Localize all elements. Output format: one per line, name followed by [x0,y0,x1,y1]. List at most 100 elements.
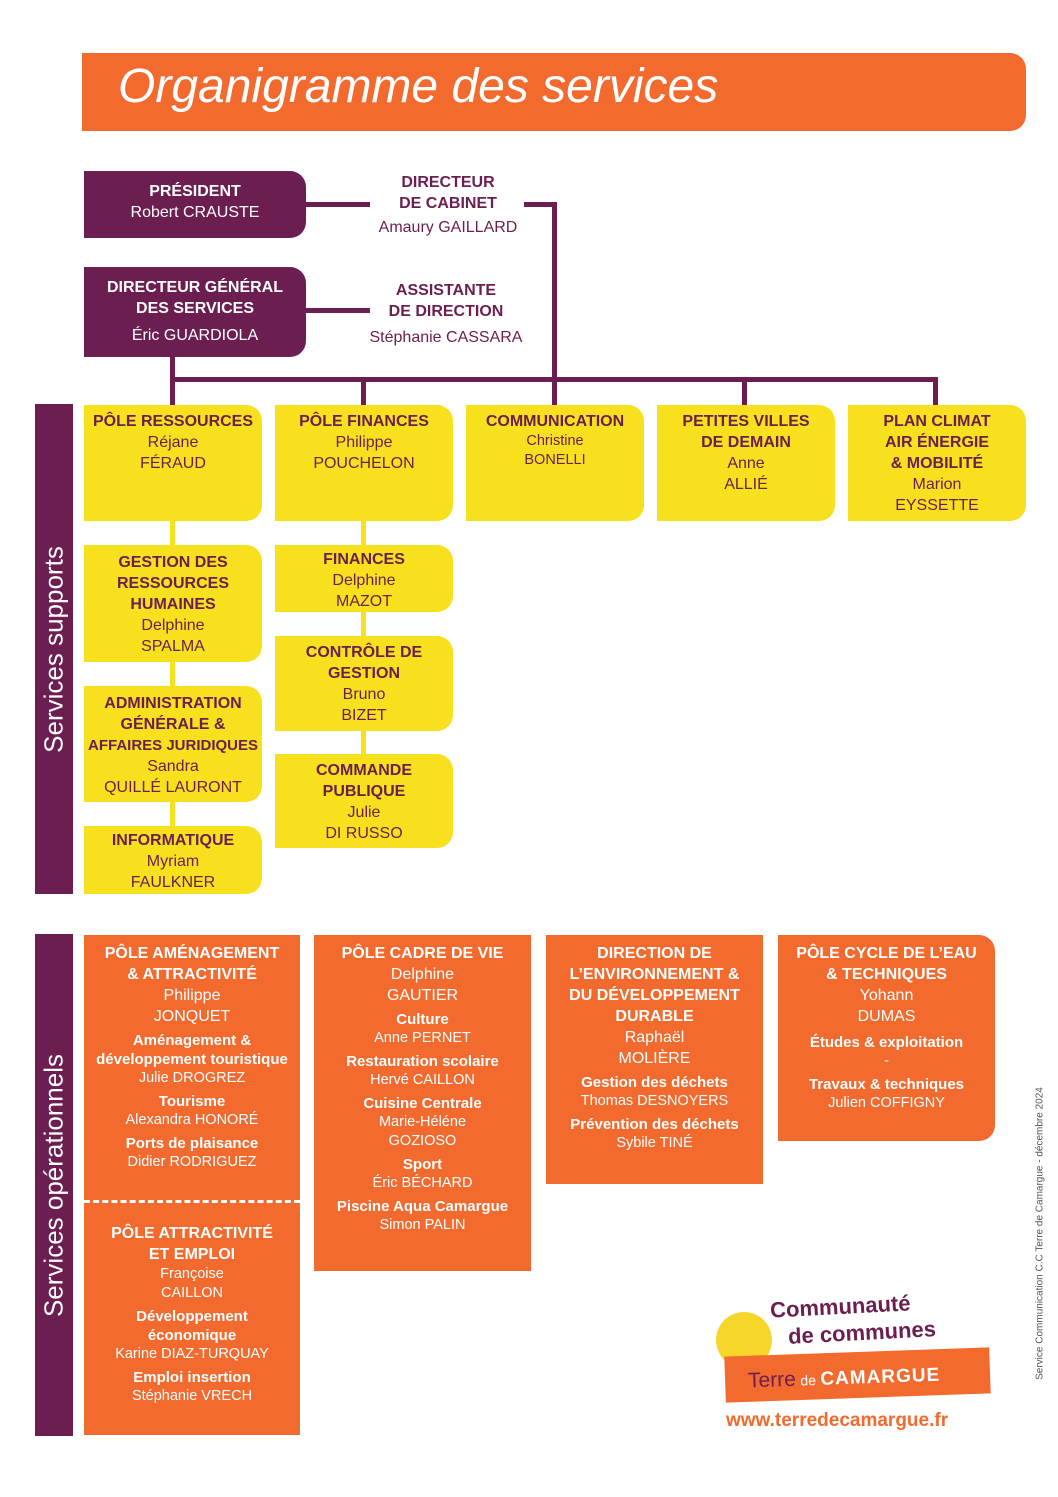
president-title: PRÉSIDENT [149,183,241,200]
connector-cabinet-right [524,202,557,207]
cadre-de-vie-title: PÔLE CADRE DE VIE [341,945,504,962]
attractivite-sub1-title-1: Développement [136,1308,248,1325]
attractivite-name-2: CAILLON [160,1285,224,1301]
environnement-name-2: MOLIÈRE [618,1050,691,1067]
cycle-eau-sub1-title: Études & exploitation [809,1034,964,1051]
connector-drop-4 [742,377,747,407]
cycle-eau-title-2: & TECHNIQUES [826,966,947,983]
directeur-cabinet: DIRECTEUR DE CABINET Amaury GAILLARD [355,172,541,238]
connector-dgs-assistante [300,308,370,313]
attractivite-title-2: ET EMPLOI [148,1246,236,1263]
amenagement-sub3-name: Didier RODRIGUEZ [127,1154,257,1170]
environnement-sub2-title: Prévention des déchets [570,1116,739,1133]
cadre-sub-sport-title: Sport [402,1156,443,1173]
cadre-de-vie-name-1: Delphine [390,966,455,983]
page-title: Organigramme des services [118,60,719,113]
amenagement-sub3-title: Ports de plaisance [125,1135,259,1152]
commande-name-1: Julie [347,804,381,821]
amenagement-attractivite-column: PÔLE AMÉNAGEMENT & ATTRACTIVITÉ Philippe… [84,935,300,1435]
pole-ressources-name-2: FÉRAUD [140,455,206,472]
environnement-name-1: Raphaël [624,1029,685,1046]
admin-title-1: ADMINISTRATION [104,695,242,712]
amenagement-title-1: PÔLE AMÉNAGEMENT [104,945,280,962]
commande-name-2: DI RUSSO [325,825,403,842]
finances-name-2: MAZOT [336,593,392,610]
attractivite-sub1-title-2: économique [147,1327,237,1344]
informatique-title: INFORMATIQUE [111,832,235,849]
attractivite-sub2-title: Emploi insertion [133,1369,251,1386]
attractivite-sub2-name: Stéphanie VRECH [131,1388,253,1404]
attractivite-sub1-name: Karine DIAZ-TURQUAY [115,1346,269,1362]
commande-title-1: COMMANDE [316,762,412,779]
connector-horizontal-main [170,377,938,382]
controle-name-1: Bruno [342,686,386,703]
cycle-eau-name-2: DUMAS [857,1008,916,1025]
connector-drop-2 [361,377,366,407]
environnement-box: DIRECTION DE L’ENVIRONNEMENT & DU DÉVELO… [546,935,763,1184]
directeur-cabinet-title-2: DE CABINET [399,195,497,212]
informatique-box: INFORMATIQUE Myriam FAULKNER [84,826,262,894]
attractivite-emploi-section: PÔLE ATTRACTIVITÉ ET EMPLOI Françoise CA… [84,1223,300,1406]
admin-name-2: QUILLÉ LAURONT [104,779,242,796]
environnement-sub2-name: Sybile TINÉ [616,1135,693,1151]
grh-name-1: Delphine [141,617,205,634]
dgs-name: Éric GUARDIOLA [131,327,259,344]
pole-finances-name-2: POUCHELON [313,455,415,472]
title-banner: Organigramme des services [82,53,1026,131]
controle-title-2: GESTION [327,665,400,682]
environnement-sub1-title: Gestion des déchets [581,1074,728,1091]
pole-finances-name-1: Philippe [335,434,393,451]
connector-drop-1 [170,377,175,407]
commande-title-2: PUBLIQUE [322,783,406,800]
side-bar-supports: Services supports [35,404,73,894]
attractivite-title-1: PÔLE ATTRACTIVITÉ [111,1225,273,1242]
finances-title: FINANCES [323,551,405,568]
cadre-sub-piscine-name: Simon PALIN [379,1217,466,1233]
finances-box: FINANCES Delphine MAZOT [275,545,453,612]
directeur-cabinet-name: Amaury GAILLARD [378,219,518,236]
cadre-sub-culture-name: Anne PERNET [374,1030,471,1046]
connector-cabinet-down [552,202,557,407]
grh-title-1: GESTION DES [118,554,228,571]
connector-president-cabinet [300,202,370,207]
admin-name-1: Sandra [147,758,199,775]
plan-climat-name-2: EYSSETTE [895,497,979,514]
website-link[interactable]: www.terredecamargue.fr [726,1410,949,1431]
cadre-de-vie-name-2: GAUTIER [386,987,459,1004]
amenagement-sub2-name: Alexandra HONORÉ [125,1112,259,1128]
cycle-eau-sub1-name: - [884,1053,889,1069]
environnement-title-3: DU DÉVELOPPEMENT [569,987,740,1004]
plan-climat-title-2: AIR ÉNERGIE [884,434,989,451]
cadre-sub-restauration-title: Restauration scolaire [346,1053,499,1070]
cadre-sub-cuisine-name-2: GOZIOSO [388,1133,457,1149]
plan-climat-title-1: PLAN CLIMAT [883,413,991,430]
label-services-supports: Services supports [38,546,69,753]
communication-box: COMMUNICATION Christine BONELLI [466,405,644,521]
petites-villes-name-2: ALLIÉ [724,476,768,493]
cadre-de-vie-box: PÔLE CADRE DE VIE Delphine GAUTIER Cultu… [314,935,531,1271]
cadre-sub-cuisine-title: Cuisine Centrale [363,1095,482,1112]
petites-villes-title-1: PETITES VILLES [682,413,810,430]
logo-camargue: CAMARGUE [820,1364,941,1390]
logo-terre: Terre [747,1367,797,1393]
assistante-title-2: DE DIRECTION [388,303,504,320]
assistante-title-1: ASSISTANTE [395,282,497,299]
dashed-separator [84,1200,300,1203]
pole-finances-box: PÔLE FINANCES Philippe POUCHELON [275,405,453,521]
grh-box: GESTION DES RESSOURCES HUMAINES Delphine… [84,545,262,662]
grh-name-2: SPALMA [141,638,205,655]
admin-title-2: GÉNÉRALE & [120,716,226,733]
cycle-eau-box: PÔLE CYCLE DE L’EAU & TECHNIQUES Yohann … [778,935,995,1141]
cycle-eau-sub2-name: Julien COFFIGNY [828,1095,945,1111]
amenagement-sub1-name: Julie DROGREZ [138,1070,246,1086]
grh-title-2: RESSOURCES [116,575,230,592]
petites-villes-title-2: DE DEMAIN [701,434,791,451]
amenagement-sub1-title-2: développement touristique [96,1051,288,1068]
attractivite-name-1: Françoise [160,1266,224,1282]
communication-name-2: BONELLI [524,452,586,468]
label-services-operationnels: Services opérationnels [38,1053,69,1318]
cadre-sub-piscine-title: Piscine Aqua Camargue [336,1198,509,1215]
environnement-title-1: DIRECTION DE [597,945,712,962]
amenagement-name-1: Philippe [163,987,221,1004]
assistante-direction: ASSISTANTE DE DIRECTION Stéphanie CASSAR… [352,280,540,348]
